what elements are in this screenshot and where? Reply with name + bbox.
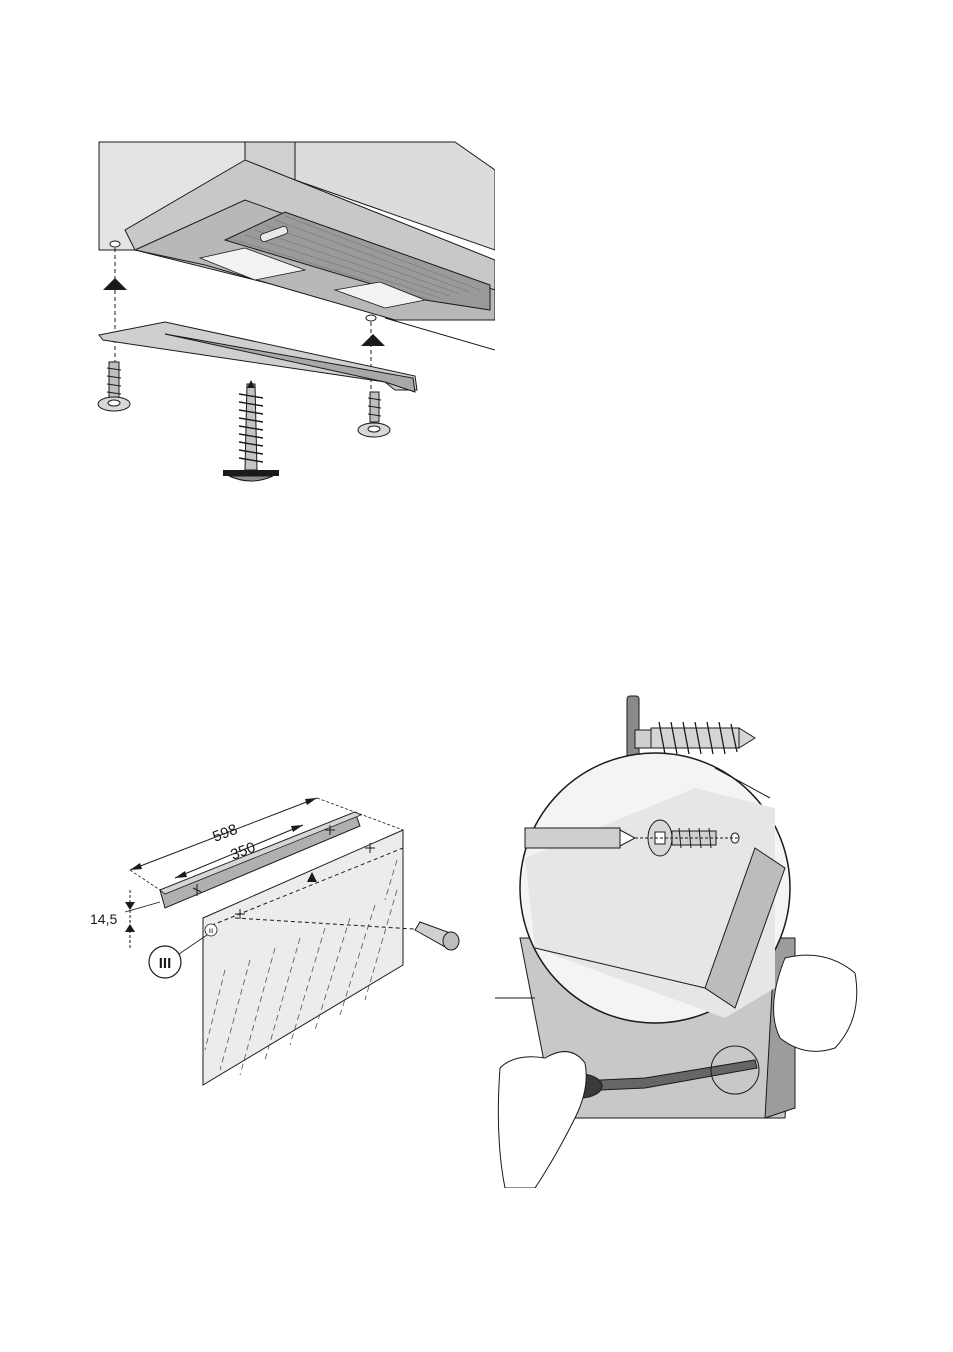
arrow-up-left-icon [103, 278, 127, 290]
figure-hood-mounting [95, 140, 495, 485]
dim-arrow-598-right [305, 798, 317, 805]
bracket-screw-left [98, 362, 130, 411]
marker-label: III [159, 955, 172, 972]
hood-hole-left [110, 241, 120, 247]
dim-label-598: 598 [210, 821, 239, 846]
small-marker-label: III [208, 929, 213, 935]
dim-arrow-350-left [175, 871, 187, 878]
hood-hole-right [366, 315, 376, 321]
dim-arrow-598-left [130, 863, 142, 870]
large-wood-screw [223, 380, 279, 481]
mounting-bracket [99, 322, 417, 390]
dim-ext-598-left [130, 870, 160, 890]
magnified-screwdriver [525, 828, 635, 848]
drill-bit [415, 922, 459, 950]
figure-screw-detail [495, 688, 865, 1188]
screw-detail-svg [495, 688, 865, 1188]
left-hand [498, 1052, 586, 1188]
figure-drilling-template: 598 350 14,5 III III [85, 790, 470, 1090]
right-hand [774, 955, 857, 1051]
arrow-up-right-icon [361, 334, 385, 346]
wall-line [385, 318, 495, 350]
dim-arrow-14-5-bottom [125, 924, 135, 932]
dim-arrow-14-5-top [125, 902, 135, 910]
dim-arrow-350-right [291, 825, 303, 832]
bracket-screw-right [358, 392, 390, 437]
drilling-template-svg: 598 350 14,5 III III [85, 790, 470, 1090]
dim-label-14-5: 14,5 [90, 911, 117, 927]
hood-mounting-svg [95, 140, 495, 485]
